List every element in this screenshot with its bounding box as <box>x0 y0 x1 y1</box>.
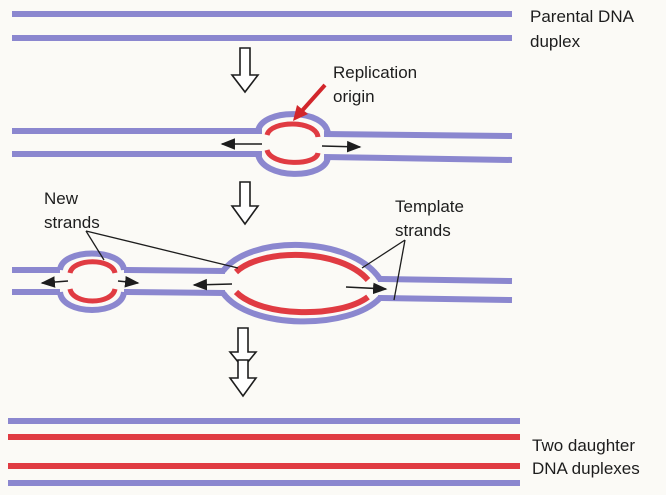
daughter-duplex-1 <box>8 421 520 437</box>
small-bubble-new-bottom <box>70 289 115 301</box>
strand-bottom-far-right <box>378 298 512 300</box>
strand-bottom-between <box>124 292 225 293</box>
strand-top-right <box>324 134 512 136</box>
template-strands-label-line1: Template <box>395 197 464 216</box>
parental-label-line1: Parental DNA <box>530 7 635 26</box>
origin-stage <box>12 114 512 174</box>
replication-origin-label-line1: Replication <box>333 63 417 82</box>
small-bubble-new-top <box>70 262 115 273</box>
step-arrow-3 <box>230 328 256 396</box>
new-strands-pointers <box>86 231 238 268</box>
replication-origin-label-line2: origin <box>333 87 375 106</box>
small-fork-arrow-right <box>118 281 138 283</box>
parental-duplex <box>12 14 512 38</box>
daughter-label-line2: DNA duplexes <box>532 459 640 478</box>
new-strands-label-line2: strands <box>44 213 100 232</box>
step-arrow-1 <box>232 48 258 92</box>
new-strands-label-line1: New <box>44 189 79 208</box>
fork-arrow-right <box>322 146 360 147</box>
strand-bottom-right <box>324 157 512 160</box>
large-fork-arrow-left <box>194 284 232 285</box>
elongation-stage <box>12 245 512 321</box>
daughter-duplex-2 <box>8 466 520 483</box>
parental-label-line2: duplex <box>530 32 581 51</box>
daughter-label-line1: Two daughter <box>532 436 635 455</box>
origin-new-strand-top <box>267 124 318 137</box>
large-bubble-new-top <box>236 255 368 280</box>
small-fork-arrow-left <box>42 281 68 283</box>
step-arrow-2 <box>232 182 258 224</box>
large-bubble-new-bottom <box>236 292 368 312</box>
large-fork-arrow-right <box>346 287 386 289</box>
origin-new-strand-bottom <box>267 150 318 162</box>
template-strands-label-line2: strands <box>395 221 451 240</box>
strand-top-between <box>124 270 225 271</box>
